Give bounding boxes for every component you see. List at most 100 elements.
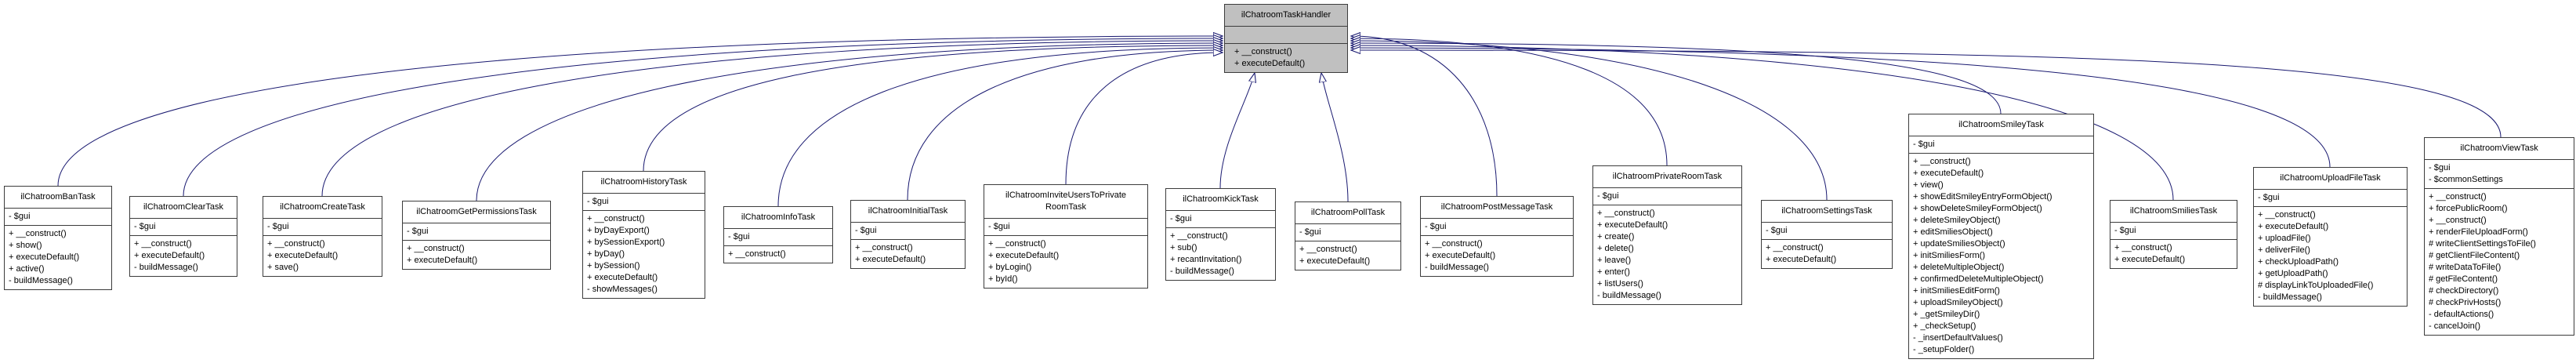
class-name[interactable]: ilChatroomSmileyTask (1909, 114, 2093, 136)
member-line: + getUploadPath() (2258, 269, 2328, 278)
class-box-ilChatroomHistoryTask[interactable]: ilChatroomHistoryTask - $gui + __constru… (582, 171, 705, 299)
member-line: + bySession() (587, 261, 640, 270)
member-line: - $gui (2429, 163, 2451, 172)
member-line: + __construct() (134, 239, 192, 249)
member-line: + updateSmiliesObject() (1913, 239, 2005, 249)
class-methods: + __construct()+ byDayExport()+ bySessio… (583, 211, 705, 298)
class-name[interactable]: ilChatroomInitialTask (851, 201, 965, 223)
member-line: # displayLinkToUploadedFile() (2258, 281, 2374, 290)
class-box-ilChatroomGetPermissionsTask[interactable]: ilChatroomGetPermissionsTask - $gui + __… (402, 201, 551, 270)
member-line: - $gui (2258, 193, 2280, 202)
class-box-ilChatroomKickTask[interactable]: ilChatroomKickTask - $gui + __construct(… (1165, 188, 1276, 281)
class-attributes: - $gui (130, 219, 237, 236)
class-name[interactable]: ilChatroomCreateTask (263, 197, 382, 219)
member-line: - _insertDefaultValues() (1913, 333, 2003, 343)
member-line: - $gui (988, 222, 1010, 231)
member-line: - buildMessage() (2258, 292, 2322, 302)
class-box-ilChatroomCreateTask[interactable]: ilChatroomCreateTask - $gui + __construc… (263, 196, 382, 277)
member-line: + delete() (1597, 244, 1634, 253)
member-line: - defaultActions() (2429, 310, 2494, 319)
class-name[interactable]: ilChatroomUploadFileTask (2254, 168, 2407, 190)
member-line: + __construct() (728, 249, 786, 259)
member-line: + __construct() (2429, 216, 2487, 225)
member-line: + leave() (1597, 256, 1632, 265)
class-name[interactable]: ilChatroomHistoryTask (583, 172, 705, 194)
class-name[interactable]: ilChatroomViewTask (2425, 138, 2574, 160)
member-line: + __construct() (1425, 239, 1483, 249)
member-line: - buildMessage() (9, 276, 73, 285)
member-line: + executeDefault() (587, 273, 658, 282)
inheritance-arrow (57, 36, 1223, 187)
class-name[interactable]: ilChatroomPollTask (1295, 202, 1400, 224)
member-line: + __construct() (407, 244, 465, 253)
class-methods: + __construct()+ executeDefault()+ creat… (1593, 205, 1741, 304)
class-name[interactable]: ilChatroomClearTask (130, 197, 237, 219)
inheritance-arrow (183, 38, 1223, 197)
class-name[interactable]: ilChatroomPrivateRoomTask (1593, 166, 1741, 188)
class-attributes: - $gui (851, 223, 965, 240)
class-box-ilChatroomClearTask[interactable]: ilChatroomClearTask - $gui + __construct… (129, 196, 237, 277)
class-box-ilChatroomBanTask[interactable]: ilChatroomBanTask - $gui + __construct()… (4, 186, 112, 290)
class-methods: + __construct()+ forcePublicRoom()+ __co… (2425, 189, 2574, 335)
class-box-ilChatroomSettingsTask[interactable]: ilChatroomSettingsTask - $gui + __constr… (1761, 200, 1893, 269)
class-box-ilChatroomSmileyTask[interactable]: ilChatroomSmileyTask - $gui + __construc… (1908, 114, 2094, 359)
class-name[interactable]: ilChatroomTaskHandler (1225, 5, 1347, 27)
member-line: - $gui (1299, 227, 1321, 237)
member-line: + executeDefault() (267, 251, 339, 260)
member-line: + __construct() (2258, 210, 2316, 220)
member-line: - $gui (1597, 191, 1619, 201)
class-name[interactable]: ilChatroomInviteUsersToPrivate RoomTask (984, 185, 1147, 219)
class-attributes: - $gui (2254, 190, 2407, 207)
member-line: + _checkSetup() (1913, 321, 1976, 331)
class-name[interactable]: ilChatroomPostMessageTask (1421, 197, 1573, 219)
member-line: + sub() (1170, 243, 1197, 252)
member-line: + enter() (1597, 267, 1630, 277)
member-line: + create() (1597, 232, 1635, 241)
class-box-ilChatroomInfoTask[interactable]: ilChatroomInfoTask - $gui + __construct(… (723, 206, 833, 263)
class-methods: + __construct()+ executeDefault()+ uploa… (2254, 207, 2407, 306)
class-box-ilChatroomPollTask[interactable]: ilChatroomPollTask - $gui + __construct(… (1295, 201, 1401, 270)
class-box-ilChatroomPrivateRoomTask[interactable]: ilChatroomPrivateRoomTask - $gui + __con… (1592, 165, 1742, 305)
class-name[interactable]: ilChatroomInfoTask (724, 207, 832, 229)
class-box-ilChatroomInviteUsersToPrivateRoomTask[interactable]: ilChatroomInviteUsersToPrivate RoomTask … (984, 184, 1148, 289)
class-attributes: - $gui (403, 223, 550, 241)
member-line: + __construct() (855, 243, 913, 252)
member-line: - buildMessage() (1425, 263, 1489, 272)
class-attributes: - $gui (2110, 223, 2237, 240)
member-line: - _setupFolder() (1913, 345, 1975, 354)
member-line: - buildMessage() (1597, 291, 1661, 300)
member-line: + __construct() (2114, 243, 2172, 252)
class-methods: + __construct()+ sub()+ recantInvitation… (1166, 228, 1275, 280)
member-line: + executeDefault() (2258, 222, 2329, 231)
member-line: - $gui (1170, 214, 1192, 223)
class-methods: + __construct()+ executeDefault() (1225, 44, 1347, 72)
class-methods: + __construct()+ executeDefault()- build… (1421, 236, 1573, 276)
inheritance-arrow (321, 41, 1223, 197)
inheritance-arrow (1351, 50, 2502, 138)
member-line: # checkPrivHosts() (2429, 298, 2502, 307)
class-box-ilChatroomInitialTask[interactable]: ilChatroomInitialTask - $gui + __constru… (850, 200, 966, 269)
class-name[interactable]: ilChatroomSmiliesTask (2110, 201, 2237, 223)
class-attributes: - $gui (1295, 224, 1400, 241)
class-name[interactable]: ilChatroomSettingsTask (1762, 201, 1892, 223)
member-line: + showEditSmileyEntryFormObject() (1913, 192, 2052, 201)
inheritance-arrow (907, 50, 1223, 201)
class-name[interactable]: ilChatroomGetPermissionsTask (403, 201, 550, 223)
member-line: # getFileContent() (2429, 274, 2498, 284)
inheritance-arrow (1351, 38, 1668, 166)
inheritance-arrow (1065, 53, 1223, 185)
class-box-ilChatroomTaskHandler[interactable]: ilChatroomTaskHandler + __construct()+ e… (1224, 4, 1348, 73)
member-line: - buildMessage() (1170, 267, 1234, 276)
class-box-ilChatroomUploadFileTask[interactable]: ilChatroomUploadFileTask - $gui + __cons… (2253, 167, 2408, 307)
member-line: + executeDefault() (855, 255, 926, 264)
member-line: + __construct() (2429, 192, 2487, 201)
class-box-ilChatroomViewTask[interactable]: ilChatroomViewTask - $gui- $commonSettin… (2424, 137, 2574, 336)
member-line: - $gui (1913, 140, 1935, 149)
class-box-ilChatroomSmiliesTask[interactable]: ilChatroomSmiliesTask - $gui + __constru… (2110, 200, 2237, 269)
member-line: + renderFileUploadForm() (2429, 227, 2528, 237)
class-name[interactable]: ilChatroomBanTask (5, 187, 111, 209)
member-line: # writeClientSettingsToFile() (2429, 239, 2536, 249)
class-name[interactable]: ilChatroomKickTask (1166, 189, 1275, 211)
member-line: + save() (267, 263, 299, 272)
class-box-ilChatroomPostMessageTask[interactable]: ilChatroomPostMessageTask - $gui + __con… (1420, 196, 1574, 277)
